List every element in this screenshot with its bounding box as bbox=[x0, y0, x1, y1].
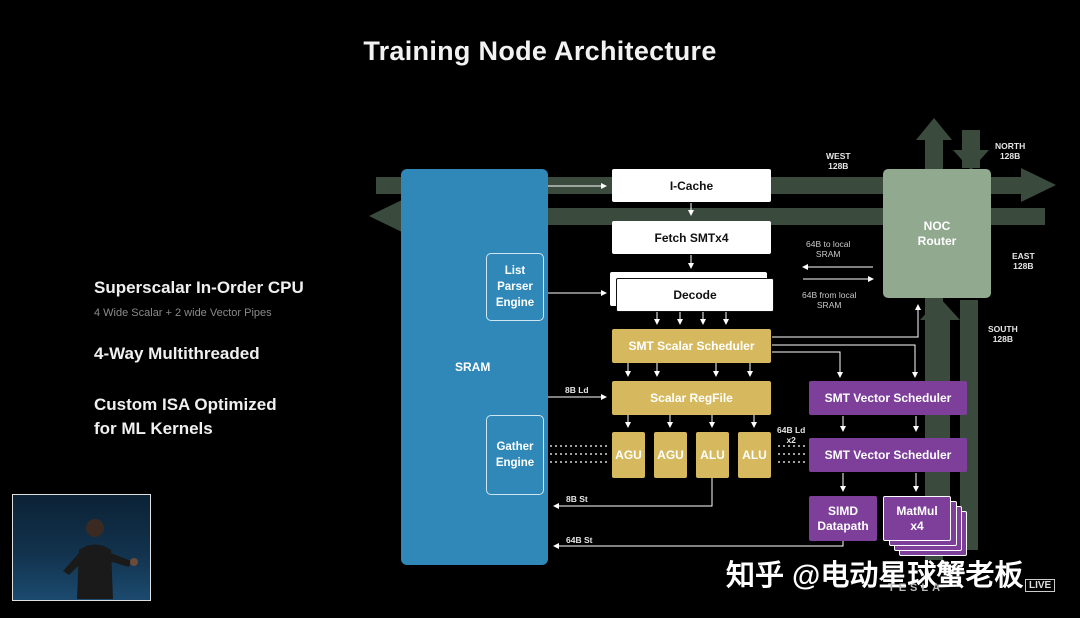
matmul-line1: MatMul bbox=[896, 503, 938, 518]
alu-unit-2: ALU bbox=[738, 432, 771, 478]
list-parser-line3: Engine bbox=[495, 297, 535, 309]
vector-scheduler-1: SMT Vector Scheduler bbox=[809, 381, 967, 415]
noc-line1: NOC bbox=[923, 218, 951, 233]
label-64b-st: 64B St bbox=[566, 535, 593, 545]
agu-unit-1: AGU bbox=[612, 432, 645, 478]
tesla-logo: TESLA bbox=[888, 582, 945, 594]
matmul-line2: x4 bbox=[910, 518, 924, 533]
list-parser-line2: Parser bbox=[497, 281, 533, 293]
scalar-regfile: Scalar RegFile bbox=[612, 381, 771, 415]
feature-custom-isa-line2: for ML Kernels bbox=[94, 419, 213, 438]
gather-line2: Engine bbox=[495, 457, 535, 469]
feature-custom-isa: Custom ISA Optimized for ML Kernels bbox=[94, 393, 277, 441]
label-8b-ld: 8B Ld bbox=[565, 385, 589, 395]
scalar-scheduler: SMT Scalar Scheduler bbox=[612, 329, 771, 363]
presenter-figure bbox=[63, 519, 138, 599]
sram-block bbox=[401, 169, 548, 565]
feature-multithreaded: 4-Way Multithreaded bbox=[94, 344, 260, 363]
zhihu-watermark: 知乎 @电动星球蟹老板 bbox=[726, 560, 1024, 592]
icache-block: I-Cache bbox=[612, 169, 771, 202]
gather-engine: Gather Engine bbox=[486, 415, 544, 495]
simd-datapath: SIMD Datapath bbox=[809, 496, 877, 541]
presenter-video bbox=[12, 494, 151, 601]
simd-line1: SIMD bbox=[828, 503, 858, 518]
feature-superscalar: Superscalar In-Order CPU bbox=[94, 278, 304, 297]
feature-custom-isa-line1: Custom ISA Optimized bbox=[94, 395, 277, 414]
gather-line1: Gather bbox=[496, 441, 534, 453]
feature-superscalar-sub: 4 Wide Scalar + 2 wide Vector Pipes bbox=[94, 307, 272, 319]
fetch-block: Fetch SMTx4 bbox=[612, 221, 771, 254]
noc-line2: Router bbox=[917, 233, 957, 248]
list-parser-line1: List bbox=[504, 265, 526, 277]
matmul-unit: MatMul x4 bbox=[883, 496, 951, 541]
slide-title: Training Node Architecture bbox=[363, 36, 717, 66]
noc-router: NOC Router bbox=[883, 169, 991, 298]
list-parser-engine: List Parser Engine bbox=[486, 253, 544, 321]
vector-scheduler-2: SMT Vector Scheduler bbox=[809, 438, 967, 472]
sram-label: SRAM bbox=[455, 360, 491, 374]
simd-line2: Datapath bbox=[817, 518, 869, 533]
live-badge: LIVE bbox=[1025, 579, 1056, 592]
label-8b-st: 8B St bbox=[566, 494, 588, 504]
alu-unit-1: ALU bbox=[696, 432, 729, 478]
agu-unit-2: AGU bbox=[654, 432, 687, 478]
decode-block: Decode bbox=[616, 278, 774, 312]
